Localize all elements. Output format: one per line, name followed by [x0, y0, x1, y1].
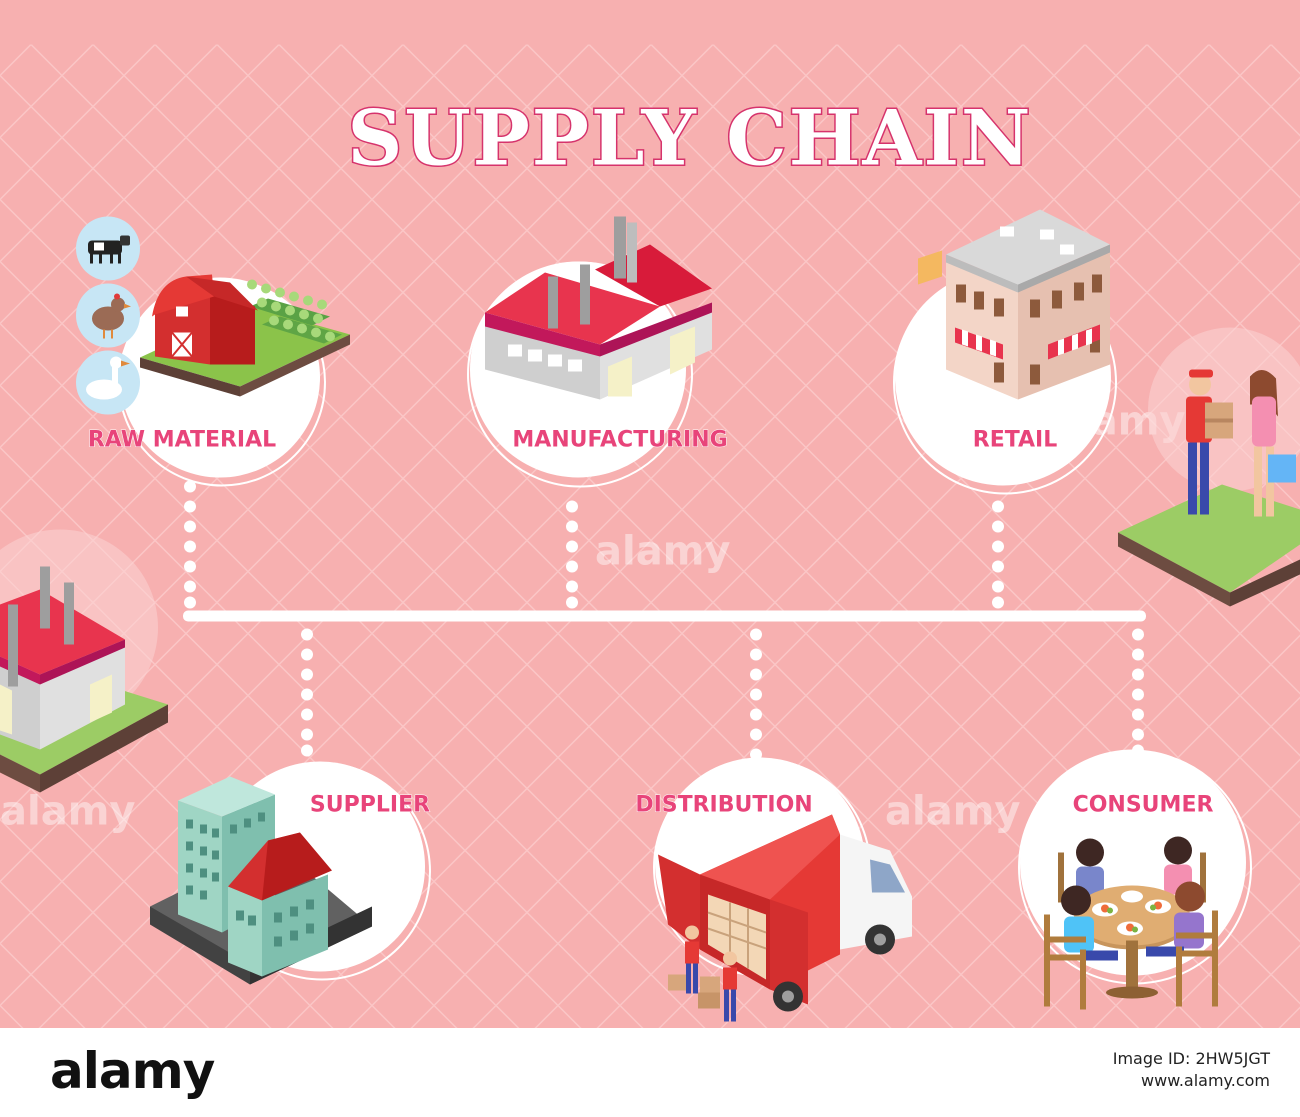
image-id: Image ID: 2HW5JGT www.alamy.com: [1113, 1048, 1270, 1092]
node-consumer: CONSUMER: [1018, 749, 1252, 1010]
node-distribution: DISTRIBUTION: [635, 757, 912, 1022]
page-title: SUPPLY CHAIN: [347, 94, 1032, 183]
label-consumer: CONSUMER: [1073, 793, 1214, 818]
delivery-truck-icon: [658, 814, 912, 1022]
node-raw-material: RAW MATERIAL: [76, 216, 350, 487]
delivery-people-icon: [1118, 327, 1300, 607]
connector-lines: [183, 480, 1146, 761]
chicken-icon: [76, 283, 140, 348]
goose-icon: [76, 350, 140, 415]
label-manufacturing: MANUFACTURING: [512, 428, 727, 453]
watermark: alamy: [0, 789, 135, 835]
dining-family-icon: [1044, 836, 1218, 1010]
factory-icon: [485, 216, 712, 400]
watermark-footer: alamy Image ID: 2HW5JGT www.alamy.com: [0, 1028, 1300, 1117]
label-retail: RETAIL: [973, 428, 1058, 453]
factory-side-icon: [0, 529, 168, 793]
node-manufacturing: MANUFACTURING: [467, 216, 728, 488]
retail-store-icon: [918, 209, 1110, 400]
label-raw-material: RAW MATERIAL: [88, 428, 276, 453]
node-retail: RETAIL: [893, 209, 1117, 495]
barn-icon: [140, 274, 350, 397]
supplier-building-icon: [150, 776, 372, 985]
label-distribution: DISTRIBUTION: [635, 793, 812, 818]
watermark: alamy: [885, 789, 1020, 835]
label-supplier: SUPPLIER: [310, 793, 430, 818]
alamy-logo: alamy: [50, 1042, 215, 1100]
image-id-text: Image ID: 2HW5JGT: [1112, 1049, 1270, 1068]
image-url-text: www.alamy.com: [1141, 1071, 1270, 1090]
cow-icon: [76, 216, 140, 281]
watermark: alamy: [595, 529, 730, 575]
node-supplier: SUPPLIER: [150, 761, 431, 985]
